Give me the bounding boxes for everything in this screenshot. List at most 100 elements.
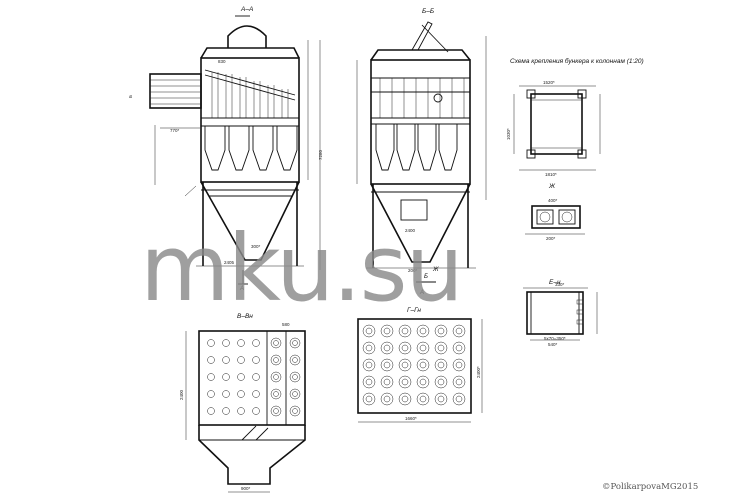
bb-outlet-dim: 200*: [408, 268, 418, 273]
tube-circle: [434, 375, 448, 389]
gg-height-dim: 2400*: [476, 366, 481, 378]
scheme-dim-a: 1520*: [543, 80, 555, 85]
tube-circle: [419, 395, 427, 403]
tube-circle: [401, 361, 409, 369]
tube-circle: [380, 392, 394, 406]
tube-circle: [383, 361, 391, 369]
tube-circle: [252, 407, 260, 415]
tube-circle: [362, 341, 376, 355]
tube-circle: [237, 339, 245, 347]
tube-circle: [437, 327, 445, 335]
tube-circle: [398, 392, 412, 406]
tube-circle: [380, 341, 394, 355]
section-vv-view: В–Вн 900* 580 2400: [179, 313, 306, 493]
tube-circle: [273, 374, 279, 380]
detail-zh-title: Ж: [548, 183, 556, 190]
tube-circle: [434, 358, 448, 372]
tube-circle: [292, 408, 298, 414]
tube-circle: [416, 392, 430, 406]
tube-circle: [452, 358, 466, 372]
svg-text:Б: Б: [128, 95, 133, 98]
tube-circle: [398, 358, 412, 372]
tube-circle: [289, 405, 301, 417]
tube-circle: [292, 340, 298, 346]
tube-circle: [383, 344, 391, 352]
tube-circle: [455, 327, 463, 335]
aa-outlet-dim: 300*: [251, 244, 261, 249]
tube-circle: [416, 358, 430, 372]
tube-circle: [362, 375, 376, 389]
tube-circle: [416, 375, 430, 389]
tube-circle: [289, 337, 301, 349]
tube-circle: [419, 378, 427, 386]
scheme-title: Схема крепления бункера к колоннам (1:20…: [510, 57, 644, 65]
tube-circle: [434, 324, 448, 338]
tube-circle: [437, 395, 445, 403]
zh-dim-a: 400*: [548, 198, 558, 203]
tube-circle: [455, 395, 463, 403]
tube-circle: [362, 392, 376, 406]
section-bb-title: Б–Б: [422, 8, 434, 15]
tube-circle: [365, 395, 373, 403]
tube-circle: [270, 405, 282, 417]
section-aa-title: А–А: [240, 6, 253, 13]
tube-circle: [289, 354, 301, 366]
copyright-text: ©PolikarpovaMG2015: [602, 482, 698, 492]
tube-circle: [237, 407, 245, 415]
tube-circle: [452, 392, 466, 406]
detail-zh: Ж 400* 200*: [525, 183, 585, 241]
tube-circle: [222, 373, 230, 381]
tube-circle: [207, 339, 215, 347]
tube-circle: [401, 327, 409, 335]
zh-dim-b: 200*: [546, 236, 556, 241]
vv-bottom-dim: 900*: [241, 486, 251, 491]
svg-text:А: А: [419, 290, 424, 296]
tube-circle: [252, 356, 260, 364]
tube-circle: [207, 390, 215, 398]
tube-circle: [237, 373, 245, 381]
tube-circle: [270, 388, 282, 400]
vv-height-dim: 2400: [179, 389, 184, 400]
hopper-mounting-scheme: Схема крепления бункера к колоннам (1:20…: [506, 57, 644, 177]
section-aa-view: А–А: [128, 6, 323, 292]
tube-circle: [207, 373, 215, 381]
tube-circle: [270, 371, 282, 383]
tube-circle: [455, 378, 463, 386]
tube-circle: [207, 356, 215, 364]
section-bb-view: Б–Б 200* 24: [356, 8, 487, 296]
tube-circle: [362, 324, 376, 338]
section-vv-title: В–Вн: [237, 313, 253, 320]
cut-mark-a: А: [239, 286, 244, 292]
tube-circle: [452, 341, 466, 355]
tube-circle: [252, 339, 260, 347]
section-gg-title: Г–Гн: [407, 307, 421, 314]
section-gg-view: Г–Гн 1660* 2400*: [357, 307, 483, 423]
tube-circle: [383, 327, 391, 335]
tube-circle: [222, 407, 230, 415]
tube-circle: [365, 344, 373, 352]
scheme-dim-c: 1030*: [506, 128, 511, 140]
tube-circle: [380, 358, 394, 372]
gg-width-dim: 1660*: [405, 416, 417, 421]
tube-circle: [365, 327, 373, 335]
tube-circle: [273, 391, 279, 397]
aa-top-dim: 830: [218, 59, 226, 64]
svg-text:Ж: Ж: [432, 267, 439, 273]
tube-circle: [270, 337, 282, 349]
tube-circle: [401, 344, 409, 352]
tube-circle: [292, 357, 298, 363]
tube-circle: [416, 324, 430, 338]
tube-circle: [437, 344, 445, 352]
cut-mark-b: Б: [424, 274, 428, 280]
detail-e-title: Е–н: [549, 279, 561, 286]
tube-circle: [292, 374, 298, 380]
tube-circle: [273, 357, 279, 363]
aa-height-dim: 7280: [318, 149, 323, 160]
tube-circle: [362, 358, 376, 372]
tube-circle: [401, 378, 409, 386]
tube-circle: [452, 324, 466, 338]
tube-circle: [252, 373, 260, 381]
tube-circle: [252, 390, 260, 398]
e-dim-c: 5x70=350*: [544, 336, 566, 341]
